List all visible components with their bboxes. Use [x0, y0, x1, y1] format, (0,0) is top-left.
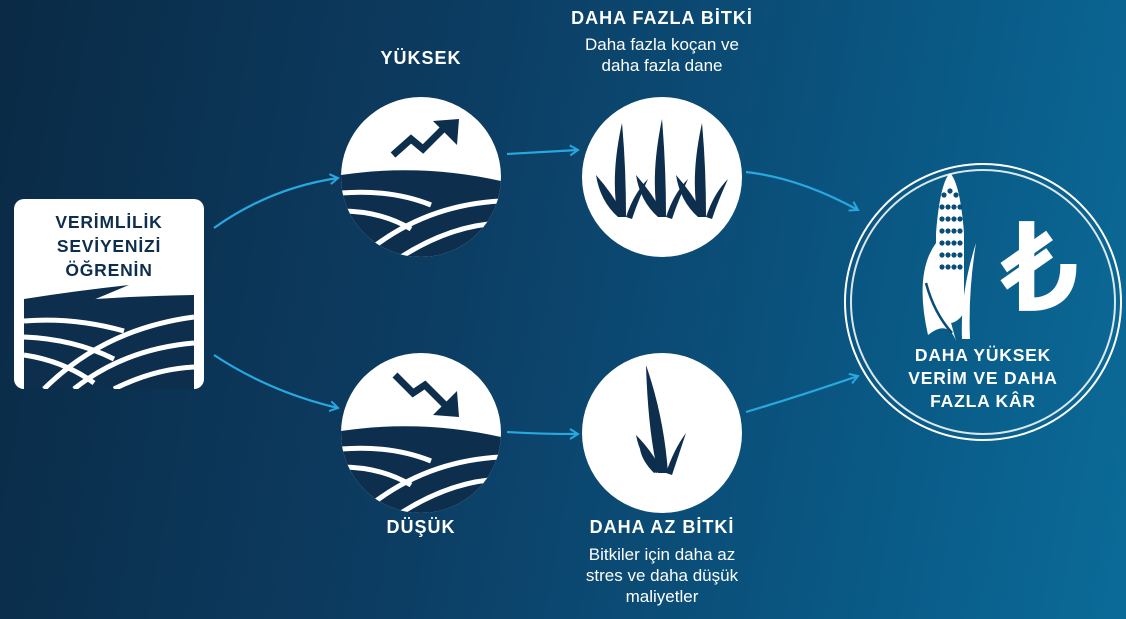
start-label: VERİMLİLİK SEVİYENİZİ ÖĞRENİN	[14, 210, 204, 282]
arrow-high-to-many	[506, 144, 580, 157]
start-box: VERİMLİLİK SEVİYENİZİ ÖĞRENİN	[14, 199, 204, 389]
three-plants-icon	[596, 119, 728, 219]
start-label-line: SEVİYENİZİ	[56, 236, 162, 256]
result-outer-ring	[844, 163, 1122, 441]
result-inner-ring	[850, 169, 1116, 435]
high-label: YÜKSEK	[380, 48, 462, 68]
result-icons: ₺	[922, 173, 1078, 341]
few-plants-description-line: maliyetler	[625, 587, 699, 606]
result-label-line: DAHA YÜKSEK	[914, 345, 1052, 365]
few-plants-title: DAHA AZ BİTKİ	[589, 517, 735, 537]
few-plants-description-line: Bitkiler için daha az	[588, 545, 736, 564]
high-circle	[341, 97, 501, 257]
result-circle: ₺ DAHA YÜKSEK VERİM VE DAHA FAZLA KÂR	[844, 163, 1126, 445]
arrow-few-to-result	[745, 372, 860, 414]
trend-up-field-icon	[341, 119, 501, 257]
start-label-line: ÖĞRENİN	[65, 260, 153, 280]
few-plants-description: Bitkiler için daha az stres ve daha düşü…	[532, 544, 792, 607]
start-label-line: VERİMLİLİK	[55, 212, 163, 232]
few-plants-circle	[582, 353, 742, 513]
corn-icon	[922, 173, 976, 341]
arrow-start-to-high	[213, 173, 340, 229]
low-label: DÜŞÜK	[386, 517, 456, 537]
trend-down-field-icon	[341, 372, 501, 513]
many-plants-circle	[582, 97, 742, 257]
arrow-start-to-low	[213, 354, 340, 412]
low-circle	[341, 353, 501, 513]
many-plants-title: DAHA FAZLA BİTKİ	[571, 8, 753, 28]
lira-icon: ₺	[1000, 203, 1077, 335]
farm-field-icon	[23, 285, 195, 389]
many-plants-description-line: daha fazla dane	[601, 56, 723, 75]
single-plant-icon	[636, 365, 686, 475]
many-plants-description-line: Daha fazla koçan ve	[584, 35, 740, 54]
result-label-line: FAZLA KÂR	[930, 391, 1036, 411]
few-plants-description-line: stres ve daha düşük	[585, 566, 739, 585]
result-label-line: VERİM VE DAHA	[908, 368, 1058, 388]
many-plants-description: Daha fazla koçan ve daha fazla dane	[532, 34, 792, 76]
arrow-many-to-result	[745, 170, 860, 212]
arrow-low-to-few	[506, 428, 580, 440]
result-label: DAHA YÜKSEK VERİM VE DAHA FAZLA KÂR	[844, 344, 1122, 413]
